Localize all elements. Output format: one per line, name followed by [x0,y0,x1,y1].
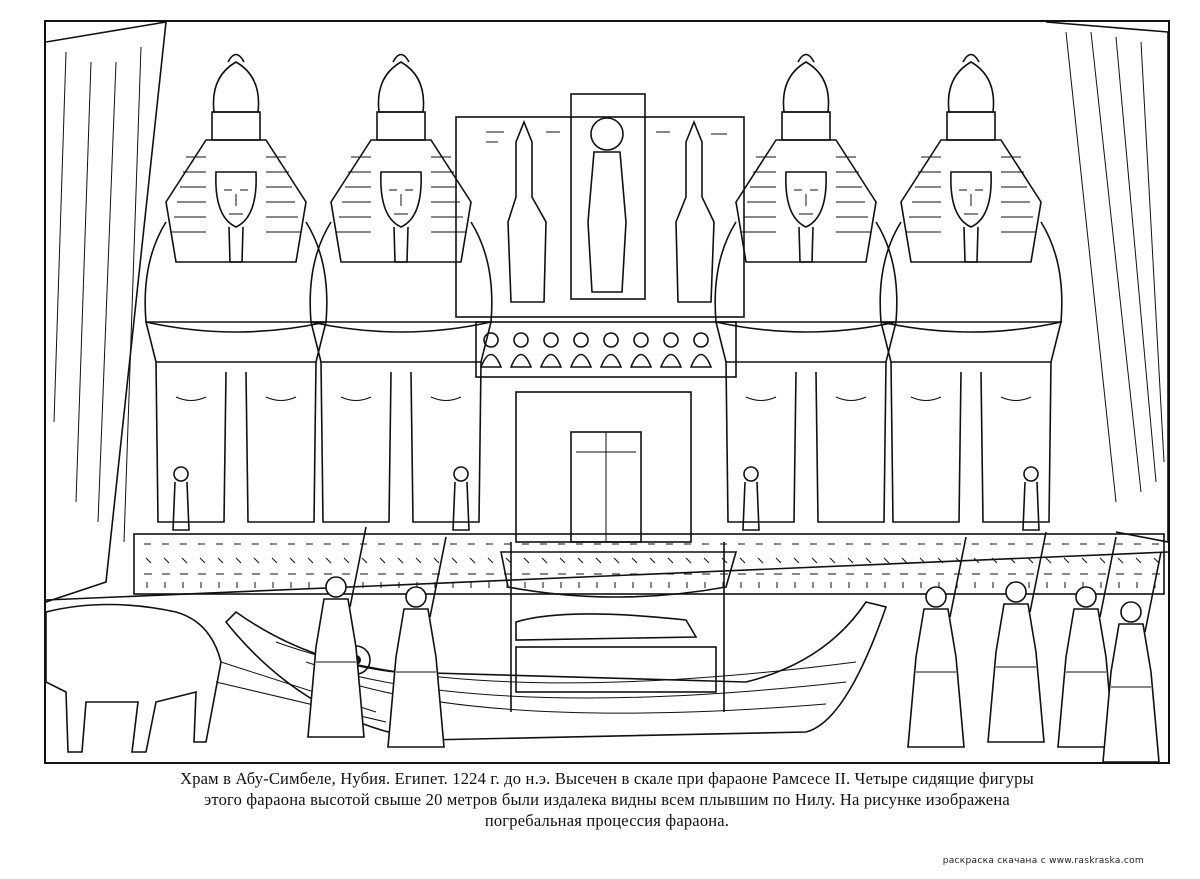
frieze [475,321,737,378]
cliff-right [1045,22,1168,543]
cliff-left [46,22,167,603]
ground-line [46,551,1168,601]
caption-line-1: Храм в Абу-Симбеле, Нубия. Египет. 1224 … [180,769,1034,788]
procession-figure-1 [307,526,367,738]
procession-figure-4 [987,531,1047,743]
statue-1 [144,53,328,531]
statue-2 [309,53,493,531]
credit-text: раскраска скачана с www.raskraska.com [942,856,1144,866]
statue-4 [879,53,1063,531]
caption: Храм в Абу-Симбеле, Нубия. Египет. 1224 … [44,768,1170,831]
central-relief-panel [455,93,745,318]
procession-figures [307,526,1162,762]
procession-figure-6 [1102,551,1162,762]
hieroglyph-wall [133,533,1165,595]
oxen [46,603,387,753]
illustration-frame [44,20,1170,764]
statue-3 [714,53,898,531]
caption-line-2: этого фараона высотой свыше 20 метров бы… [204,790,1010,809]
temple-illustration [46,22,1168,762]
statues [144,53,1063,531]
temple-door [515,391,692,543]
procession-figure-3 [907,536,967,748]
caption-line-3: погребальная процессия фараона. [484,811,730,830]
procession-figure-2 [387,536,447,748]
